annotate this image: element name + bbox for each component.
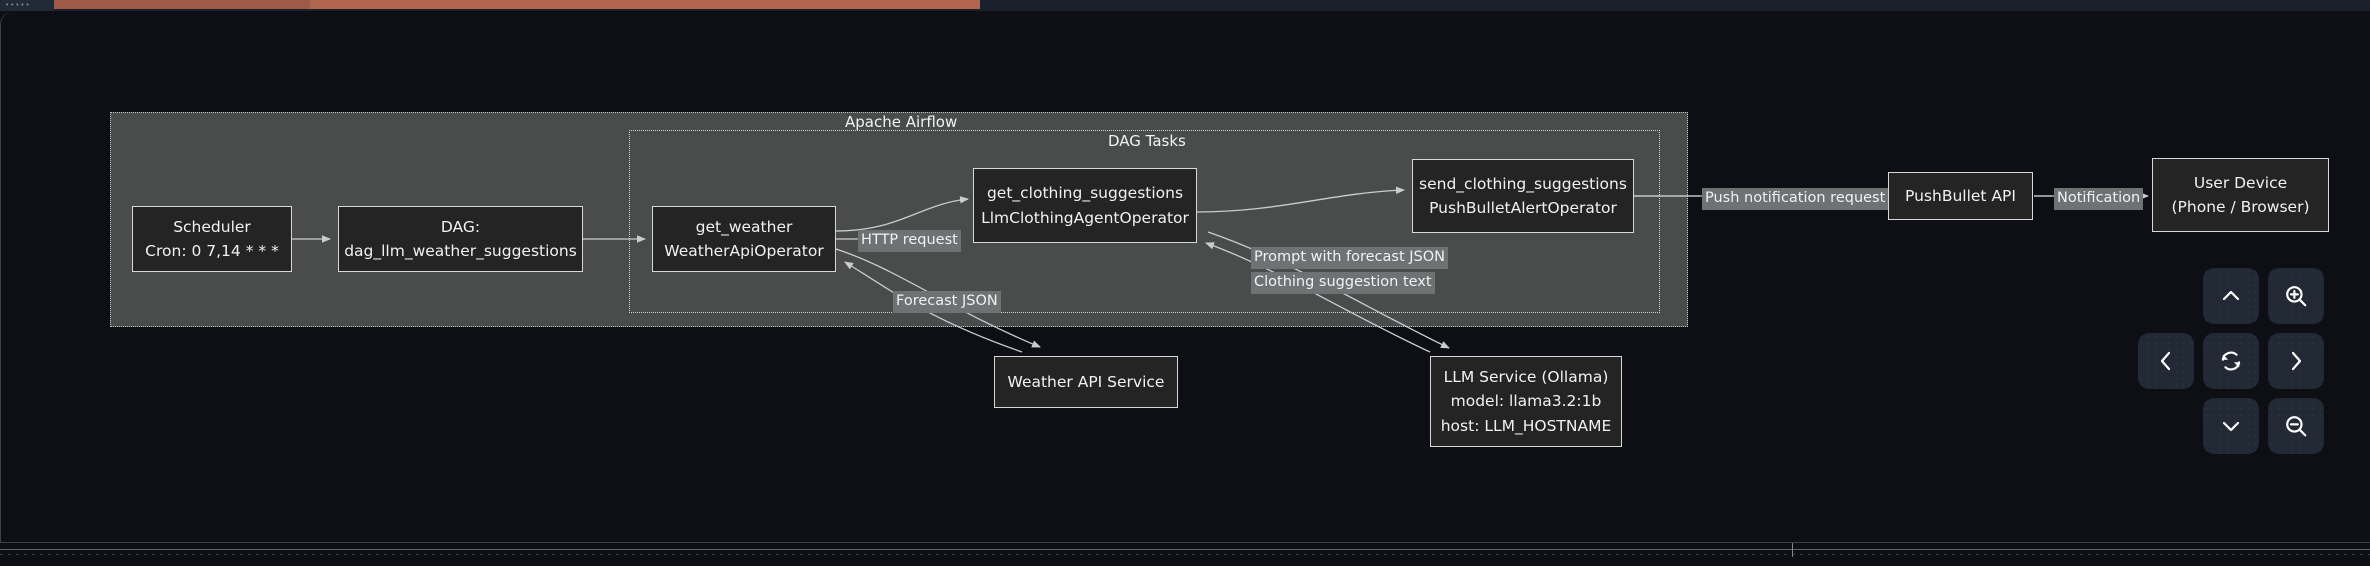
node-dag[interactable]: DAG: dag_llm_weather_suggestions <box>338 206 583 272</box>
tab-handle[interactable]: ••••• <box>0 0 54 11</box>
pan-left-button[interactable] <box>2138 333 2194 389</box>
navigation-controls <box>2138 268 2324 458</box>
chevron-down-icon <box>2219 414 2243 438</box>
node-send-clothing-line-1: send_clothing_suggestions <box>1419 174 1627 193</box>
node-send-clothing-line-2: PushBulletAlertOperator <box>1429 199 1617 217</box>
node-get-clothing-suggestions[interactable]: get_clothing_suggestions LlmClothingAgen… <box>973 168 1197 243</box>
node-get-weather[interactable]: get_weather WeatherApiOperator <box>652 206 836 272</box>
node-send-clothing-suggestions[interactable]: send_clothing_suggestions PushBulletAler… <box>1412 159 1634 233</box>
node-llm-service-line-2: model: llama3.2:1b <box>1450 392 1602 411</box>
pan-right-button[interactable] <box>2268 333 2324 389</box>
edge-label-notification: Notification <box>2054 188 2144 210</box>
node-weather-api-service-line-1: Weather API Service <box>1007 372 1165 391</box>
node-llm-service-line-1: LLM Service (Ollama) <box>1443 368 1609 387</box>
reset-view-button[interactable] <box>2203 333 2259 389</box>
zoom-in-button[interactable] <box>2268 268 2324 324</box>
chevron-up-icon <box>2219 284 2243 308</box>
accent-bar <box>54 0 980 9</box>
chevron-left-icon <box>2154 349 2178 373</box>
bottom-tick-divider <box>1792 543 1793 557</box>
edge-label-http-request: HTTP request <box>858 230 961 252</box>
reset-icon <box>2218 348 2244 374</box>
node-user-device-line-1: User Device <box>2193 173 2288 192</box>
pan-down-button[interactable] <box>2203 398 2259 454</box>
node-get-weather-line-1: get_weather <box>695 217 793 236</box>
node-get-clothing-line-2: LlmClothingAgentOperator <box>981 208 1189 227</box>
group-label-apache-airflow: Apache Airflow <box>845 113 958 131</box>
bottom-rule <box>0 549 2370 550</box>
zoom-in-icon <box>2283 283 2309 309</box>
node-scheduler-line-1: Scheduler <box>173 217 251 236</box>
node-pushbullet-api[interactable]: PushBullet API <box>1888 172 2033 220</box>
node-get-clothing-line-1: get_clothing_suggestions <box>986 184 1184 203</box>
zoom-out-button[interactable] <box>2268 398 2324 454</box>
node-pushbullet-api-line-1: PushBullet API <box>1905 186 2016 205</box>
node-llm-service-line-3: host: LLM_HOSTNAME <box>1440 416 1612 435</box>
pan-up-button[interactable] <box>2203 268 2259 324</box>
node-user-device-line-2: (Phone / Browser) <box>2171 198 2310 216</box>
edge-label-push-notification-request: Push notification request <box>1702 188 1889 210</box>
tab-handle-dots: ••••• <box>5 1 31 9</box>
edge-label-forecast-json: Forecast JSON <box>893 291 1001 313</box>
chevron-right-icon <box>2284 349 2308 373</box>
zoom-out-icon <box>2283 413 2309 439</box>
node-scheduler-line-2: Cron: 0 7,14 * * * <box>145 242 279 260</box>
node-user-device[interactable]: User Device (Phone / Browser) <box>2152 158 2329 232</box>
window-top-strip: ••••• <box>0 0 2370 11</box>
accent-bar-segment <box>54 0 310 9</box>
node-dag-line-2: dag_llm_weather_suggestions <box>344 242 577 260</box>
bottom-dashed-rule <box>0 554 2370 555</box>
node-get-weather-line-2: WeatherApiOperator <box>664 242 824 260</box>
node-weather-api-service[interactable]: Weather API Service <box>994 356 1178 408</box>
edge-label-clothing-suggestion-text: Clothing suggestion text <box>1251 272 1435 294</box>
edge-label-prompt-with-forecast-json: Prompt with forecast JSON <box>1251 247 1448 269</box>
node-scheduler[interactable]: Scheduler Cron: 0 7,14 * * * <box>132 206 292 272</box>
node-dag-line-1: DAG: <box>440 217 481 236</box>
group-label-dag-tasks: DAG Tasks <box>1108 132 1186 150</box>
node-llm-service[interactable]: LLM Service (Ollama) model: llama3.2:1b … <box>1430 356 1622 447</box>
